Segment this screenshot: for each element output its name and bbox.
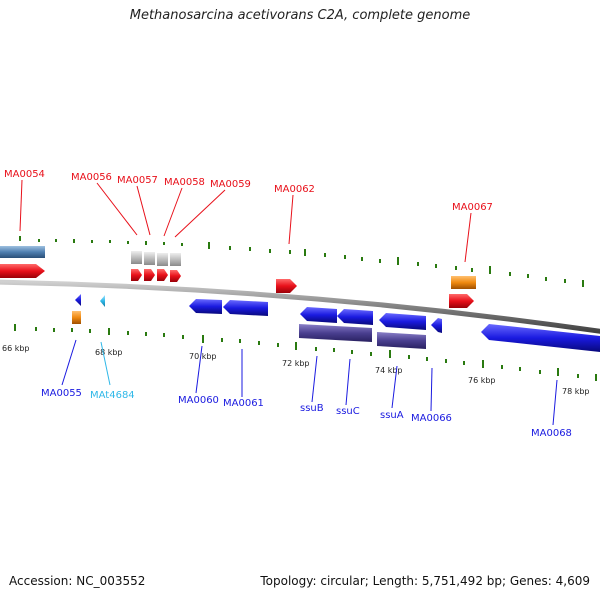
gene-MA0062[interactable] (276, 279, 297, 293)
kbp-label-74: 74 kbp (375, 366, 403, 375)
gene-MAt4684[interactable] (100, 295, 105, 307)
label-MAt4684: MAt4684 (90, 390, 135, 401)
upper-tick-track (19, 236, 584, 287)
gene-MA0057[interactable] (144, 269, 155, 281)
gene-MA0059-box[interactable] (170, 253, 181, 266)
gene-MA0060[interactable] (189, 299, 222, 314)
gene-MA0058[interactable] (157, 269, 168, 281)
label-MA0068: MA0068 (531, 428, 572, 439)
gene-MA0067-orange[interactable] (451, 276, 476, 289)
gene-MA0055-orange[interactable] (72, 311, 81, 324)
kbp-label-76: 76 kbp (468, 376, 496, 385)
kbp-label-68: 68 kbp (95, 348, 123, 357)
gene-MA0059[interactable] (170, 270, 181, 282)
gene-MA0054[interactable] (0, 264, 45, 278)
lower-tick-track (14, 324, 597, 381)
top-gene-labels: MA0054 MA0056 MA0057 MA0058 MA0059 MA006… (4, 169, 493, 213)
label-MA0054: MA0054 (4, 169, 45, 180)
kbp-label-72: 72 kbp (282, 359, 310, 368)
genome-backbone (0, 279, 600, 334)
top-callouts (19, 179, 472, 263)
label-MA0057: MA0057 (117, 175, 158, 186)
label-MA0058: MA0058 (164, 177, 205, 188)
gene-feature-steel[interactable] (0, 246, 45, 258)
label-ssuC: ssuC (336, 406, 360, 417)
bottom-callouts (61, 339, 558, 426)
gene-ssuB[interactable] (300, 307, 337, 323)
map-title: Methanosarcina acetivorans C2A, complete… (129, 8, 471, 23)
label-MA0059: MA0059 (210, 179, 251, 190)
label-ssuA: ssuA (380, 410, 404, 421)
kbp-label-78: 78 kbp (562, 387, 590, 396)
gene-MA0056[interactable] (131, 269, 142, 281)
gene-MA0058-box[interactable] (157, 253, 168, 266)
genome-summary-text: Topology: circular; Length: 5,751,492 bp… (260, 574, 590, 588)
reverse-genes (72, 294, 600, 352)
gene-MA0057-box[interactable] (144, 252, 155, 265)
gene-MA0056-box[interactable] (131, 251, 142, 264)
gene-MA0066[interactable] (431, 318, 442, 333)
label-MA0062: MA0062 (274, 184, 315, 195)
label-MA0056: MA0056 (71, 172, 112, 183)
gene-ssuC[interactable] (337, 309, 373, 325)
gene-MA0067[interactable] (449, 294, 474, 308)
label-ssuB: ssuB (300, 403, 324, 414)
label-MA0067: MA0067 (452, 202, 493, 213)
gene-ssuA[interactable] (379, 313, 426, 330)
label-MA0060: MA0060 (178, 395, 219, 406)
label-MA0055: MA0055 (41, 388, 82, 399)
bottom-gene-labels: MA0055 MAt4684 MA0060 MA0061 ssuB ssuC s… (41, 388, 572, 439)
gene-feature-purple-1[interactable] (299, 324, 372, 342)
label-MA0066: MA0066 (411, 413, 452, 424)
kbp-label-70: 70 kbp (189, 352, 217, 361)
gene-feature-purple-2[interactable] (377, 332, 426, 349)
gene-MA0055[interactable] (75, 294, 81, 306)
gene-MA0068[interactable] (481, 324, 600, 352)
gene-MA0061[interactable] (223, 300, 268, 316)
label-MA0061: MA0061 (223, 398, 264, 409)
forward-genes (0, 246, 476, 308)
kbp-scale: 66 kbp 68 kbp 70 kbp 72 kbp 74 kbp 76 kb… (2, 344, 590, 396)
accession-text: Accession: NC_003552 (9, 574, 146, 588)
kbp-label-66: 66 kbp (2, 344, 30, 353)
